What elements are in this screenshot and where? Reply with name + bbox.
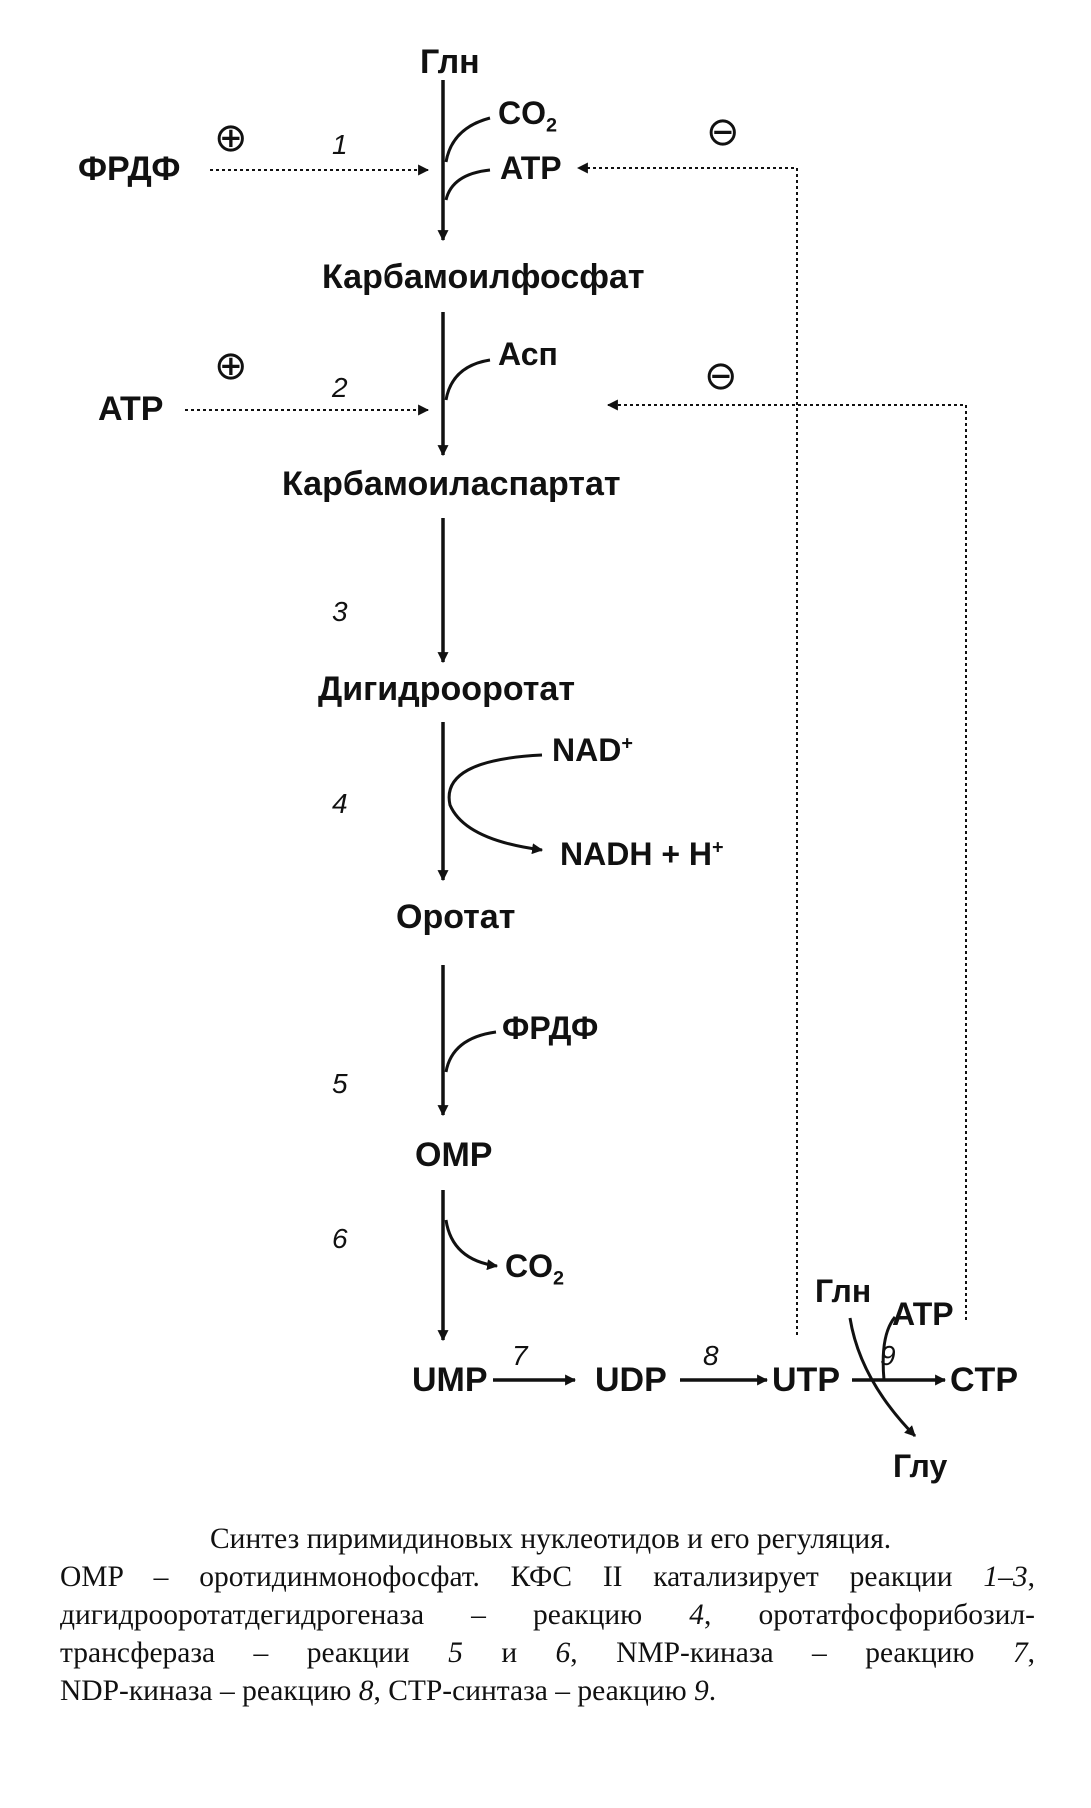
reaction-number-3: 3 [332, 596, 348, 627]
co2-in-label: CO2 [498, 95, 558, 137]
caption-line-5: NDP-киназа – реакцию 8, CTP-синтаза – ре… [60, 1675, 717, 1707]
curve-gln-to-glu [848, 1317, 917, 1438]
dihydroorotate-label: Дигидрооротат [318, 670, 575, 708]
reaction-number-6: 6 [332, 1223, 348, 1254]
reaction-number-2: 2 [332, 372, 348, 403]
udp-label: UDP [595, 1361, 667, 1399]
caption-line-3: дигидрооротатдегидрогеназа – реакцию 4, … [60, 1599, 1035, 1631]
atp-activator-label: ATP [98, 390, 164, 428]
curve-co2-release [444, 116, 491, 163]
reaction-number-1: 1 [332, 129, 348, 160]
reaction-number-7: 7 [512, 1340, 528, 1371]
nadh-label: NADH + H+ [560, 836, 724, 872]
carbamoyl-aspartate-label: Карбамоиласпартат [282, 465, 621, 503]
atp-cosubstrate-1-label: ATP [500, 150, 562, 186]
figure-caption: Синтез пиримидиновых нуклеотидов и его р… [60, 1520, 1035, 1710]
ump-label: UMP [412, 1361, 488, 1399]
utp-label: UTP [772, 1361, 840, 1399]
curve-atp-in-9 [881, 1316, 897, 1381]
orotate-label: Оротат [396, 898, 516, 936]
prpp-activator-label: ФРДФ [78, 150, 181, 188]
prpp-cosubstrate-label: ФРДФ [502, 1010, 599, 1046]
nad-label: NAD+ [552, 732, 633, 768]
caption-line-2: OMP – оротидинмонофосфат. КФС II катализ… [60, 1561, 1035, 1593]
co2-out-label: CO2 [505, 1248, 565, 1290]
glu-label: Глу [893, 1448, 948, 1484]
inhibition-minus-icon-1: ⊖ [706, 109, 740, 155]
utp-feedback-line [576, 162, 798, 1335]
activation-plus-icon-1: ⊕ [214, 115, 248, 161]
atp-reaction9-label: ATP [892, 1296, 954, 1332]
asp-label: Асп [498, 336, 558, 372]
caption-line-4: трансфераза – реакции 5 и 6, NMP-киназа … [60, 1637, 1035, 1669]
gln-label-top: Глн [420, 43, 480, 81]
ctp-label: CTP [950, 1361, 1018, 1399]
reaction-number-8: 8 [703, 1340, 719, 1371]
caption-line-1: Синтез пиримидиновых нуклеотидов и его р… [210, 1523, 892, 1555]
reaction-number-5: 5 [332, 1068, 348, 1099]
inhibition-minus-icon-2: ⊖ [704, 353, 738, 399]
reaction-number-4: 4 [332, 788, 348, 819]
curve-prpp-in [444, 1030, 497, 1073]
carbamoyl-phosphate-label: Карбамоилфосфат [322, 258, 645, 296]
curve-asp-in [444, 358, 491, 401]
gln-reaction9-label: Глн [815, 1273, 872, 1309]
reaction-number-9: 9 [880, 1340, 896, 1371]
curve-atp-in-1 [444, 168, 491, 201]
ctp-feedback-line [606, 399, 967, 1320]
omp-label: OMP [415, 1136, 493, 1174]
activation-plus-icon-2: ⊕ [214, 343, 248, 389]
curve-co2-out [444, 1219, 499, 1271]
curve-nad-to-nadh [447, 753, 544, 855]
